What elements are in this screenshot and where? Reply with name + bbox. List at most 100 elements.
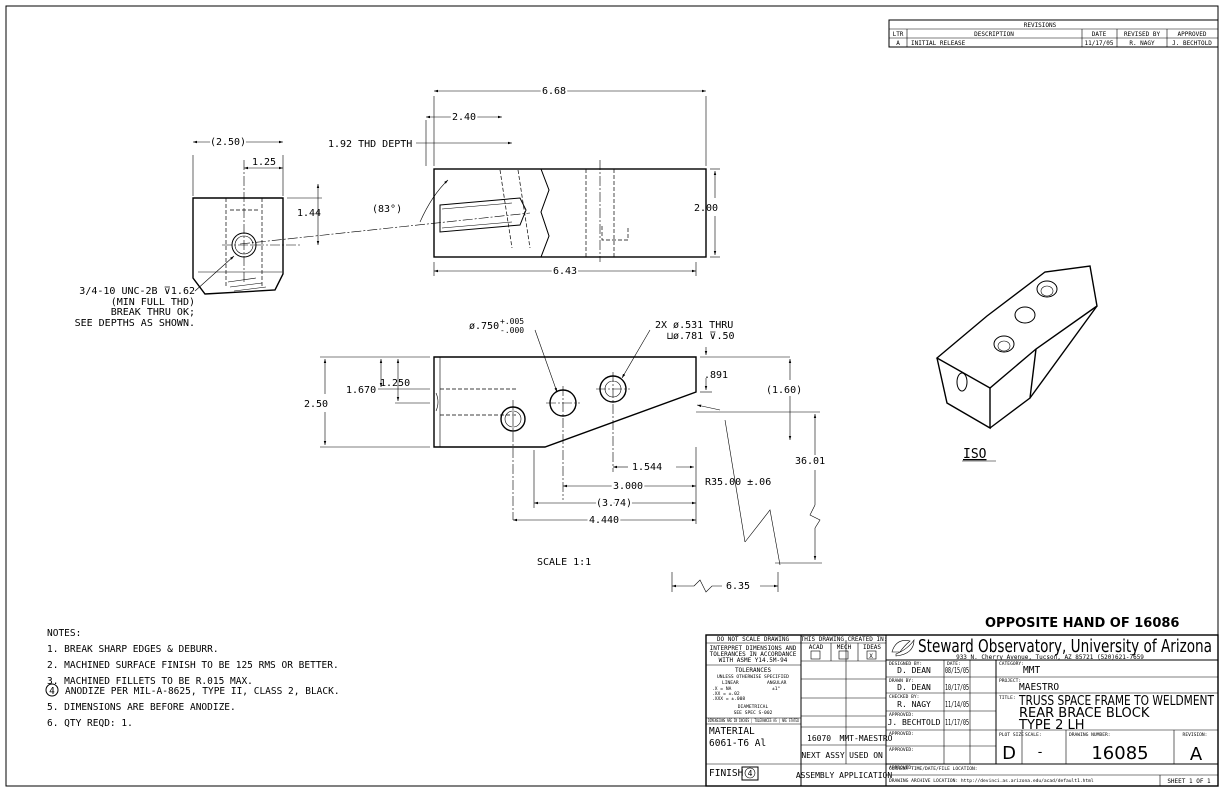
dim-section-height: 2.00 xyxy=(694,203,718,214)
tb-scale-label: SCALE: xyxy=(1025,732,1042,738)
tb-cad-ideas: IDEAS xyxy=(863,644,881,651)
tb-designed: D. DEAN xyxy=(897,666,931,675)
revisions-table: REVISIONS LTR DESCRIPTION DATE REVISED B… xyxy=(888,19,1219,48)
rev-row-description: INITIAL RELEASE xyxy=(911,40,966,47)
tb-date-label: DATE: xyxy=(947,661,961,667)
holes-note-line2: ⊔ø.781 ⊽.50 xyxy=(667,331,735,342)
tb-approved-label-2: APPROVED: xyxy=(889,731,914,737)
tb-plot-label: PLOT SIZE xyxy=(999,732,1024,738)
thread-note-line4: SEE DEPTHS AS SHOWN. xyxy=(75,318,195,329)
tb-interpret-3: WITH ASME Y14.5M-94 xyxy=(719,657,788,664)
tb-finish-flag-number: 4 xyxy=(748,769,753,778)
tb-title-label: TITLE: xyxy=(999,695,1016,701)
tb-tol-x: .X = NA xyxy=(712,686,732,692)
tb-cad-acad: ACAD xyxy=(809,644,824,651)
tb-approved-label-1: APPROVED: xyxy=(889,712,914,718)
tb-material: 6061-T6 Al xyxy=(709,738,766,749)
dim-thread-depth: 1.92 THD DEPTH xyxy=(328,139,412,150)
dim-1544: 1.544 xyxy=(632,462,662,473)
note-4-flag xyxy=(45,683,59,697)
rev-row-approved: J. BECHTOLD xyxy=(1172,40,1212,47)
tb-checked-label: CHECKED BY: xyxy=(889,694,919,700)
tb-approved-label-4: APPROVED: xyxy=(889,765,914,771)
tb-category-label: CATEGORY: xyxy=(999,661,1024,667)
note-6: 6. QTY REQD: 1. xyxy=(47,718,133,729)
tb-fine-print: DIMENSIONS ARE IN INCHES | TOLERANCES AS… xyxy=(708,718,799,724)
dim-3601: 36.01 xyxy=(795,456,825,467)
tb-title-line3: TYPE 2 LH xyxy=(1018,718,1085,733)
tb-approved-label-3: APPROVED: xyxy=(889,747,914,753)
tb-plot: D xyxy=(1002,743,1016,764)
tb-drawing-number: 16085 xyxy=(1091,743,1148,764)
tb-acad-checkbox xyxy=(810,650,821,660)
title-block: DO NOT SCALE DRAWING INTERPRET DIMENSION… xyxy=(705,634,1219,787)
tb-address: 933 N. Cherry Avenue, Tucson, AZ 85721 (… xyxy=(956,654,1144,661)
rev-row-revised-by: R. NAGY xyxy=(1129,40,1155,47)
tb-material-label: MATERIAL xyxy=(709,726,755,737)
view-scale: SCALE 1:1 xyxy=(537,557,591,568)
tb-next-assy-project: MMT-MAESTRO xyxy=(840,734,893,743)
tb-unless: UNLESS OTHERWISE SPECIFIED xyxy=(717,674,789,680)
tb-tolerances: TOLERANCES xyxy=(735,667,772,674)
tb-ideas-checkbox xyxy=(866,650,877,660)
note-3: 3. MACHINED FILLETS TO BE R.015 MAX. xyxy=(47,676,253,687)
tb-diametrical: DIAMETRICAL xyxy=(738,704,769,710)
tb-project-label: PROJECT: xyxy=(999,678,1021,684)
dim-side-half: 1.25 xyxy=(252,157,276,168)
rev-row-ltr: A xyxy=(896,40,900,47)
tb-interpret-1: INTERPRET DIMENSIONS AND xyxy=(710,645,797,652)
tb-finish-label: FINISH xyxy=(709,768,744,779)
tb-current-location: CURRENT TIME/DATE/FILE LOCATION: xyxy=(889,766,978,772)
note-5: 5. DIMENSIONS ARE BEFORE ANODIZE. xyxy=(47,702,236,713)
tb-archive-location: DRAWING ARCHIVE LOCATION: http://devinci… xyxy=(889,778,1094,784)
tb-scale: - xyxy=(1036,745,1044,760)
sheet-border xyxy=(5,5,1219,787)
tb-sheet: SHEET 1 OF 1 xyxy=(1167,778,1211,785)
tb-linear: LINEAR xyxy=(722,680,739,686)
tb-tol-xxx: .XXX = ±.008 xyxy=(712,696,745,702)
tb-tol-xx: .XX = ±.02 xyxy=(712,691,740,697)
iso-view: ISO xyxy=(935,265,1098,462)
holes-note-line1: 2X ø.531 THRU xyxy=(655,320,733,331)
tb-used-on: USED ON xyxy=(849,751,883,760)
tb-assembly-application: ASSEMBLY APPLICATION xyxy=(796,771,893,780)
tb-drawn: D. DEAN xyxy=(897,683,931,692)
tb-finish-flag xyxy=(744,767,756,779)
section-view: 6.68 2.40 1.92 THD DEPTH (83°) 2.00 6.43 xyxy=(239,84,720,279)
tb-approved-date: 11/17/05 xyxy=(945,718,969,727)
tb-spec: SEE SPEC S-002 xyxy=(734,710,773,716)
rev-header-approved: APPROVED xyxy=(1178,31,1207,38)
notes-title: NOTES: xyxy=(47,628,81,639)
tb-next-assy-number: 16070 xyxy=(807,734,831,743)
dim-overall-length: 6.68 xyxy=(542,86,566,97)
dim-front-height: 2.50 xyxy=(304,399,328,410)
tb-created-in: THIS DRAWING CREATED IN: xyxy=(801,636,888,643)
thread-note-line2: (MIN FULL THD) xyxy=(111,297,195,308)
tb-next-assy: NEXT ASSY xyxy=(801,751,845,760)
iso-label: ISO xyxy=(963,447,987,462)
thread-note-line1: 3/4-10 UNC-2B ⊽1.62 xyxy=(79,286,195,297)
dim-bore-tol-minus: -.000 xyxy=(500,326,524,335)
dim-front-1250: 1.250 xyxy=(380,378,410,389)
dim-160: (1.60) xyxy=(766,385,802,396)
tb-revision-label: REVISION: xyxy=(1183,732,1208,738)
rev-header-description: DESCRIPTION xyxy=(974,31,1014,38)
front-view: 2.50 1.670 1.250 ø.750 +.005 -.000 2X ø.… xyxy=(304,317,825,593)
tb-interpret-2: TOLERANCES IN ACCORDANCE xyxy=(710,651,797,658)
dim-side-height: 1.44 xyxy=(297,208,321,219)
note-4-flag-number: 4 xyxy=(49,686,55,697)
rev-header-revised-by: REVISED BY xyxy=(1124,31,1161,38)
tb-approved: J. BECHTOLD xyxy=(888,718,941,727)
rev-header-date: DATE xyxy=(1092,31,1107,38)
tb-drawn-date: 10/17/05 xyxy=(945,683,969,692)
tb-revision: A xyxy=(1190,744,1203,765)
dim-bottom-length: 6.43 xyxy=(553,266,577,277)
note-1: 1. BREAK SHARP EDGES & DEBURR. xyxy=(47,644,219,655)
tb-designed-label: DESIGNED BY: xyxy=(889,661,922,667)
tb-drawing-number-label: DRAWING NUMBER: xyxy=(1069,732,1111,738)
dim-front-1670: 1.670 xyxy=(346,385,376,396)
tb-cad-mech: MECH xyxy=(837,644,852,651)
tb-drawn-label: DRAWN BY: xyxy=(889,678,914,684)
tb-title-line1: TRUSS SPACE FRAME TO WELDMENT xyxy=(1018,694,1214,709)
